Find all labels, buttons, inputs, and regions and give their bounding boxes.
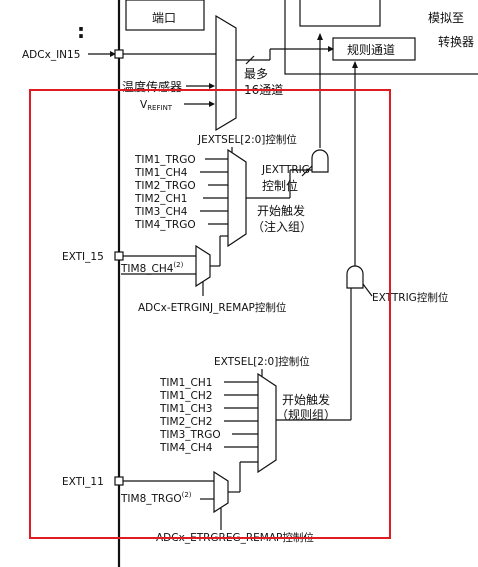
injected-channel-box	[299, 0, 381, 27]
temp-sensor-arrow-icon	[209, 83, 215, 89]
temp-sensor-label: 温度传感器	[122, 79, 182, 94]
adcx-in15-arrow-icon	[110, 51, 116, 57]
exti15-label: EXTI_15	[62, 251, 104, 263]
injected-trigger-arrow-icon	[317, 33, 323, 40]
inj-start-trigger-line2: （注入组）	[252, 219, 312, 234]
inj-input-3: TIM2_CH1	[134, 193, 187, 205]
inj-input-4: TIM3_CH4	[134, 206, 188, 218]
regular-remap-mux	[213, 470, 229, 514]
adcx-in15-pin	[114, 49, 124, 59]
regular-channel-label: 规则通道	[347, 42, 395, 57]
regular-channel-arrow-icon	[328, 46, 334, 52]
jexttrig-line1: JEXTTRIG	[261, 164, 310, 176]
injected-trigger-mux	[227, 148, 247, 248]
highlight-box	[29, 89, 391, 539]
reg-input-1: TIM1_CH2	[159, 390, 212, 402]
bus-slash	[245, 55, 255, 65]
vrefint-arrow-icon	[209, 101, 215, 107]
regular-section: EXTTRIG控制位 EXTSEL[2:0]控制位 TIM1_CH1 TIM1_…	[62, 265, 449, 544]
inj-input-0: TIM1_TRGO	[134, 154, 196, 166]
conversion-partial-label: 转换器	[438, 34, 474, 49]
injected-section: JEXTSEL[2:0]控制位 TIM1_TRGO TIM1_CH4 TIM2_…	[62, 133, 329, 314]
exti11-pin	[114, 476, 124, 486]
injected-and-gate	[311, 149, 329, 173]
regular-and-gate	[346, 265, 364, 289]
regular-trigger-arrow-icon	[352, 61, 358, 68]
exti15-pin	[114, 251, 124, 261]
inj-input-2: TIM2_TRGO	[134, 180, 196, 192]
inj-start-trigger-line1: 开始触发	[257, 203, 305, 218]
ext-trigger-partial-label: 模拟至	[428, 11, 464, 25]
inj-input-1: TIM1_CH4	[134, 167, 188, 179]
reg-input-0: TIM1_CH1	[159, 377, 212, 389]
ellipsis-dots: :	[77, 19, 85, 43]
reg-input-5: TIM4_CH4	[159, 442, 213, 454]
port-box	[125, 0, 205, 31]
max-channels-line1: 最多	[244, 67, 268, 81]
tim8-ch4-label: TIM8_CH4(2)	[120, 261, 184, 275]
injected-remap-mux	[195, 244, 211, 288]
exttrig-wire	[362, 283, 373, 297]
jexttrig-line2: 控制位	[262, 178, 298, 193]
inj-remap-label: ADCx-ETRGINJ_REMAP控制位	[138, 301, 287, 314]
exti11-label: EXTI_11	[62, 476, 104, 488]
port-box-label: 端口	[152, 11, 176, 25]
extsel-label: EXTSEL[2:0]控制位	[214, 355, 310, 368]
reg-start-trigger-line2: （规则组）	[276, 407, 336, 422]
jextsel-label: JEXTSEL[2:0]控制位	[197, 133, 297, 146]
exttrig-label: EXTTRIG控制位	[372, 291, 449, 304]
inj-input-5: TIM4_TRGO	[134, 219, 196, 231]
adcx-in15-label: ADCx_IN15	[22, 49, 80, 61]
reg-input-2: TIM1_CH3	[159, 403, 212, 415]
analog-mux	[215, 14, 237, 132]
reg-input-4: TIM3_TRGO	[159, 429, 221, 441]
tim8-trgo-label: TIM8_TRGO(2)	[120, 491, 192, 505]
reg-start-trigger-line1: 开始触发	[282, 392, 330, 407]
regular-trigger-mux	[257, 372, 277, 474]
top-section: : 端口 ADCx_IN15 温度传感器 VREFINT 最多 16通道 模拟至…	[22, 0, 478, 567]
reg-input-3: TIM2_CH2	[159, 416, 212, 428]
vrefint-label: VREFINT	[140, 99, 173, 112]
